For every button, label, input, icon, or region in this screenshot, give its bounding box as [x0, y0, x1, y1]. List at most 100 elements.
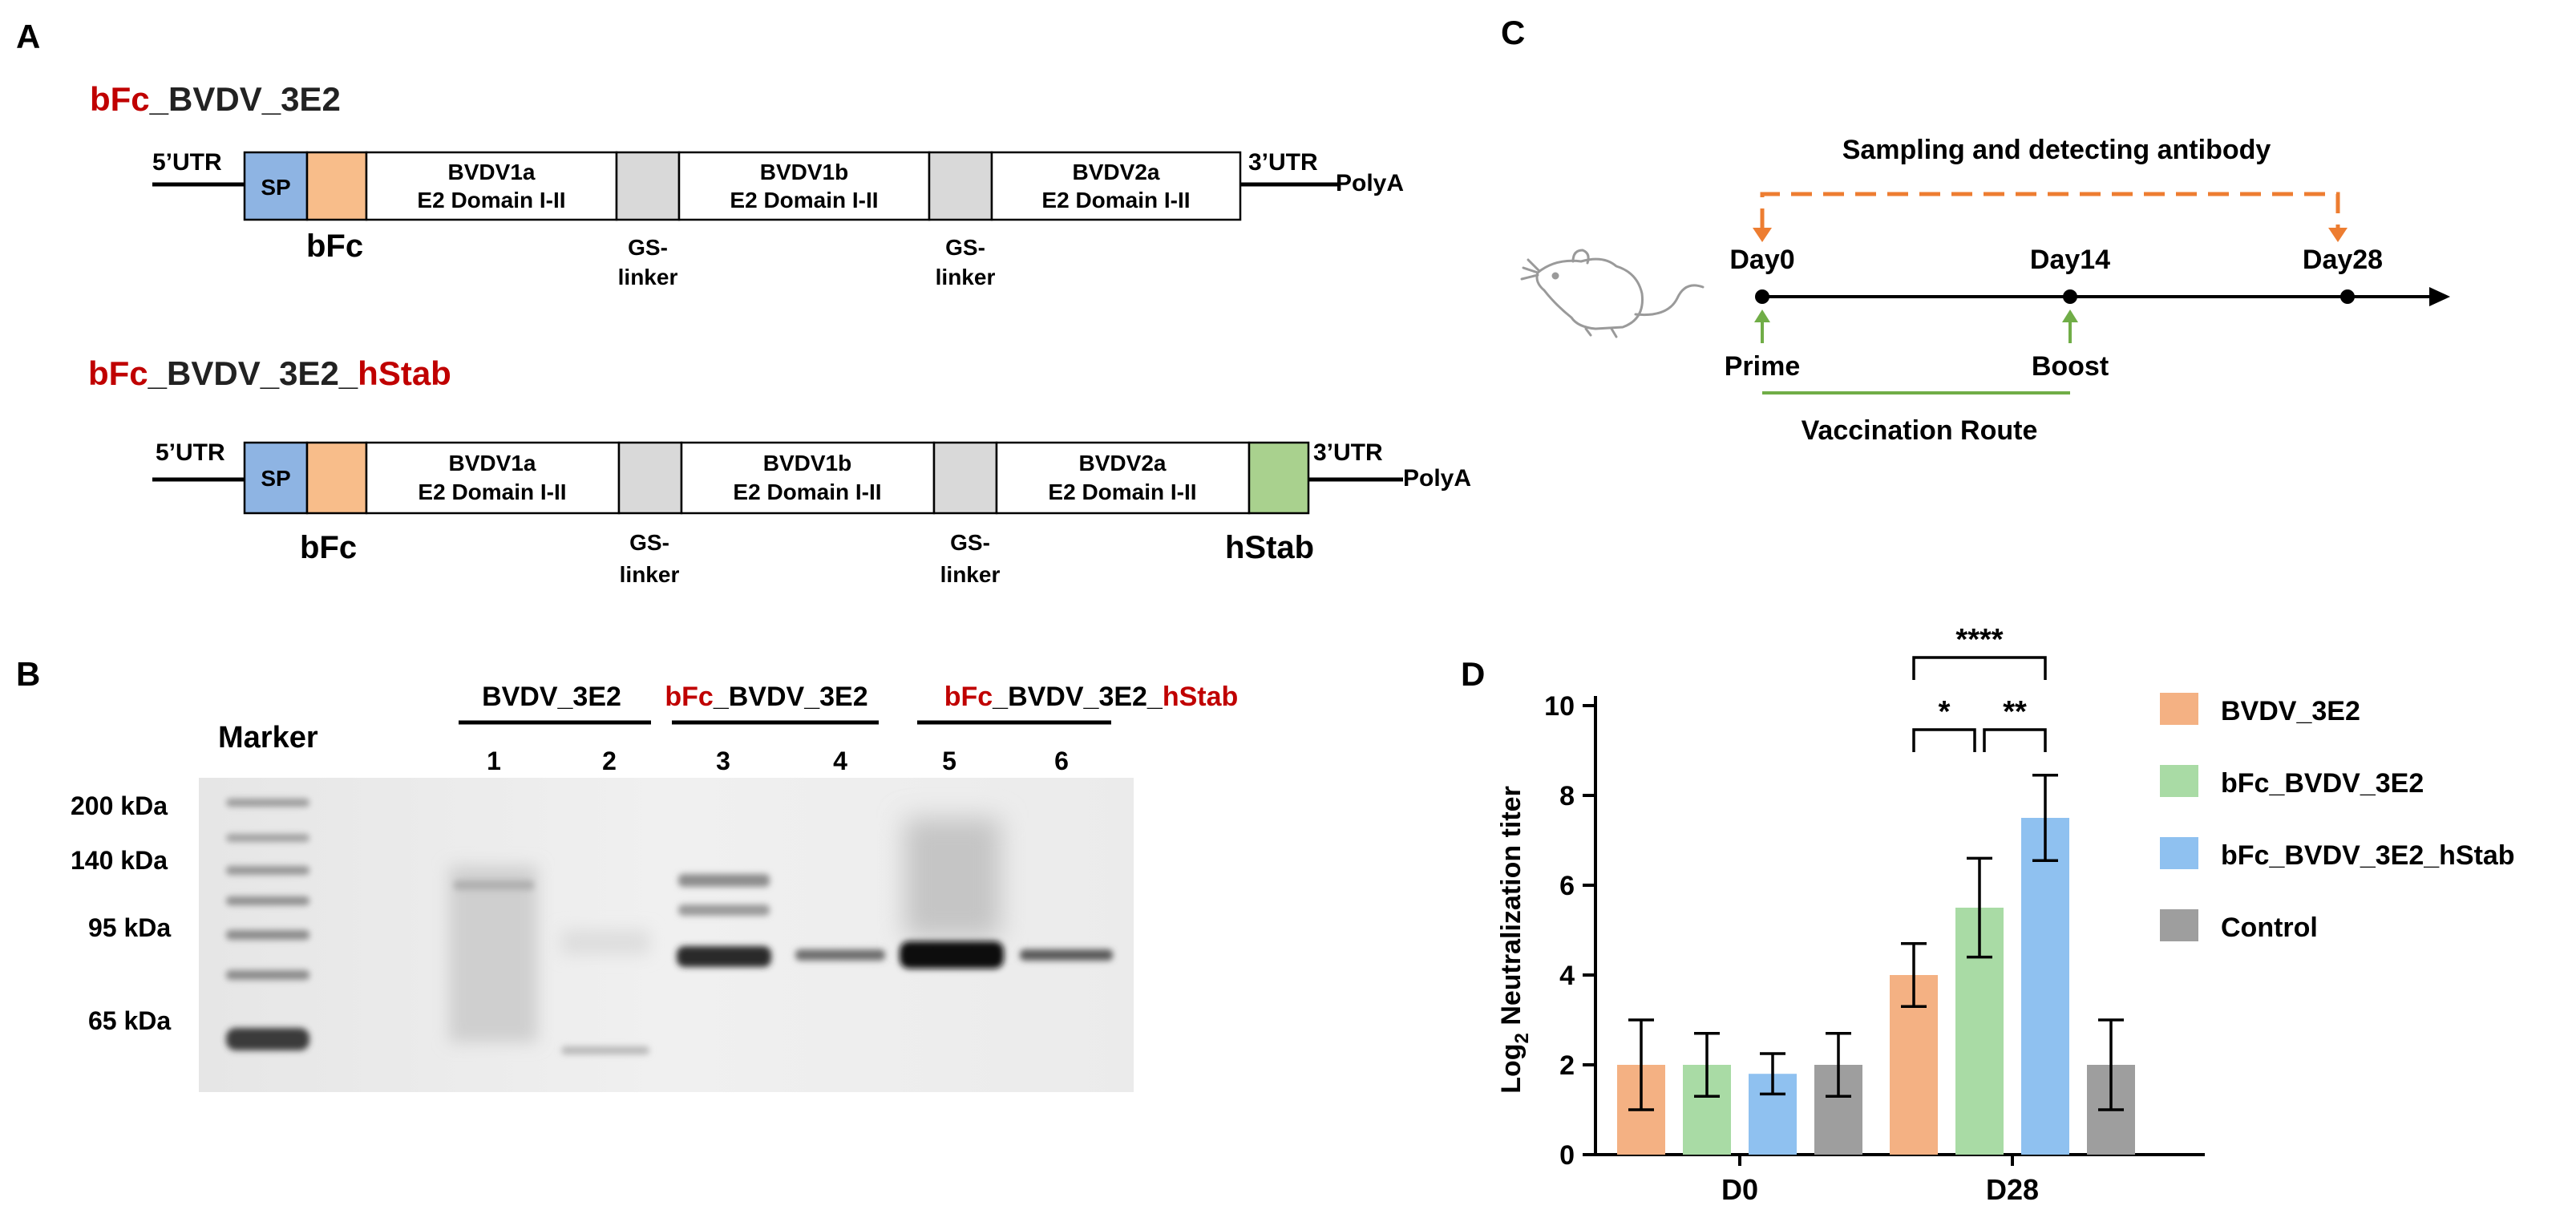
chart-ylabel: Log2 Neutralization titer: [1496, 786, 1533, 1094]
gel-lane-4: 4: [833, 747, 847, 775]
timeline-prime: Prime: [1725, 351, 1801, 382]
construct2-domain3-line2: E2 Domain I-II: [1048, 479, 1196, 504]
gel-kda-65: 65 kDa: [88, 1006, 171, 1035]
lane5-smear: [904, 818, 1001, 938]
construct2-utr3: 3’UTR: [1313, 439, 1383, 466]
construct1-bfc-box: [305, 151, 368, 221]
y-tick-label-2: 2: [1559, 1050, 1575, 1081]
y-tick-label-6: 6: [1559, 871, 1575, 901]
x-tick-label-D28: D28: [1986, 1173, 2039, 1206]
construct1-title-black: _BVDV_3E2: [149, 80, 341, 118]
timeline-axis-arrowhead: [2429, 287, 2450, 306]
construct2-gs1-box: [617, 441, 683, 515]
lane3-upper-band: [678, 874, 770, 887]
timeline-day0: Day0: [1729, 245, 1794, 275]
construct2-domain3-box: [995, 441, 1251, 515]
gel-group-3-label: bFc_BVDV_3E2_hStab: [944, 682, 1239, 712]
gel-lane-6: 6: [1054, 747, 1069, 775]
gel-group-1-label: BVDV_3E2: [482, 682, 621, 712]
ylabel-suffix: Neutralization titer: [1496, 786, 1527, 1033]
construct1-domain3-line2: E2 Domain I-II: [1041, 188, 1190, 212]
timeline-dot-day0: [1755, 289, 1769, 304]
y-tick-label-4: 4: [1559, 961, 1575, 991]
gel-group-2-black: _BVDV_3E2: [713, 682, 868, 712]
gel-lane-2: 2: [602, 747, 617, 775]
significance-label-0: ****: [1955, 623, 2003, 657]
legend-label-1: bFc_BVDV_3E2: [2221, 768, 2424, 799]
legend-swatch-0: [2160, 693, 2198, 725]
construct2-sp-label: SP: [261, 466, 290, 491]
construct2-hstab-label: hStab: [1225, 530, 1314, 565]
construct1-sp-label: SP: [261, 175, 290, 200]
gel-kda-200: 200 kDa: [71, 791, 168, 820]
timeline-dot-day14: [2063, 289, 2077, 304]
ladder-band-140: [226, 866, 309, 875]
gel-lane-1: 1: [487, 747, 501, 775]
construct2-gs2-line1: GS-: [950, 530, 990, 555]
prime-arrow-head: [1754, 310, 1770, 322]
construct2-title: bFc_BVDV_3E2_hStab: [88, 354, 451, 392]
construct1-domain1-box: [365, 151, 618, 221]
construct1-bfc-label: bFc: [306, 229, 363, 264]
construct1-gs2-box: [928, 151, 993, 221]
construct1-domain1-line2: E2 Domain I-II: [417, 188, 565, 212]
gel-group-2-red: bFc: [665, 682, 713, 712]
legend-label-3: Control: [2221, 912, 2318, 943]
construct1-gs1-line2: linker: [618, 265, 678, 289]
lane4-main-band: [795, 949, 885, 961]
lane6-main-band: [1020, 949, 1113, 961]
construct1-gs2-line1: GS-: [945, 235, 985, 260]
ladder-band-200: [226, 799, 309, 807]
construct2-utr5: 5’UTR: [156, 439, 225, 466]
bar-2-1: [2021, 818, 2069, 1155]
panel-label-a: A: [16, 18, 40, 55]
construct1-domain2-line1: BVDV1b: [760, 160, 848, 184]
legend-swatch-3: [2160, 909, 2198, 941]
timeline-day28: Day28: [2303, 245, 2383, 275]
gel-group-3-red2: hStab: [1163, 682, 1238, 712]
ladder-band-95: [226, 930, 309, 940]
lane5-main-band: [900, 941, 1004, 969]
lane2-faint: [561, 930, 649, 954]
construct1-gs1-box: [615, 151, 681, 221]
gel-group-3-black: _BVDV_3E2_: [992, 682, 1163, 712]
gel-group-2-label: bFc_BVDV_3E2: [665, 682, 867, 712]
construct2-hstab-box: [1248, 441, 1310, 515]
timeline-day14: Day14: [2030, 245, 2110, 275]
panel-label-b: B: [16, 655, 40, 693]
gel-group-3-red: bFc: [944, 682, 993, 712]
construct1-domain2-line2: E2 Domain I-II: [730, 188, 878, 212]
significance-bracket-0: [1912, 656, 2047, 680]
construct2-title-red1: bFc: [88, 354, 148, 392]
construct2-bfc-label: bFc: [300, 530, 357, 565]
significance-label-2: **: [2003, 695, 2027, 729]
timeline-sampling-bracket: [1760, 192, 2340, 229]
timeline-dot-day28: [2340, 289, 2355, 304]
construct1-utr3: 3’UTR: [1248, 149, 1318, 176]
construct2-domain3-line1: BVDV2a: [1079, 451, 1167, 475]
y-tick-label-10: 10: [1544, 691, 1575, 722]
lane1-band-upper: [454, 880, 534, 890]
y-tick-label-8: 8: [1559, 781, 1575, 811]
significance-bracket-2: [1983, 728, 2047, 752]
ladder-band-170: [226, 834, 309, 842]
chart-legend: BVDV_3E2bFc_BVDV_3E2bFc_BVDV_3E2_hStabCo…: [2160, 693, 2515, 943]
construct1-gs2-line2: linker: [936, 265, 996, 289]
ylabel-sub: 2: [1511, 1033, 1533, 1043]
x-tick-label-D0: D0: [1721, 1173, 1758, 1206]
construct2-gs1-line1: GS-: [629, 530, 669, 555]
timeline-boost: Boost: [2032, 351, 2109, 382]
construct2-domain1-line1: BVDV1a: [449, 451, 536, 475]
construct1-domain2-box: [677, 151, 931, 221]
construct2-domain2-line2: E2 Domain I-II: [733, 479, 881, 504]
panel-label-d: D: [1461, 655, 1485, 693]
sampling-arrow-day0: [1753, 228, 1772, 242]
construct1-utr5: 5’UTR: [152, 149, 222, 176]
lane1-smear: [449, 866, 537, 1042]
gel-marker-label: Marker: [218, 721, 318, 755]
construct2-gs2-line2: linker: [940, 562, 1001, 587]
construct2-sp-box: [243, 441, 309, 515]
construct2-domain1-line2: E2 Domain I-II: [418, 479, 566, 504]
